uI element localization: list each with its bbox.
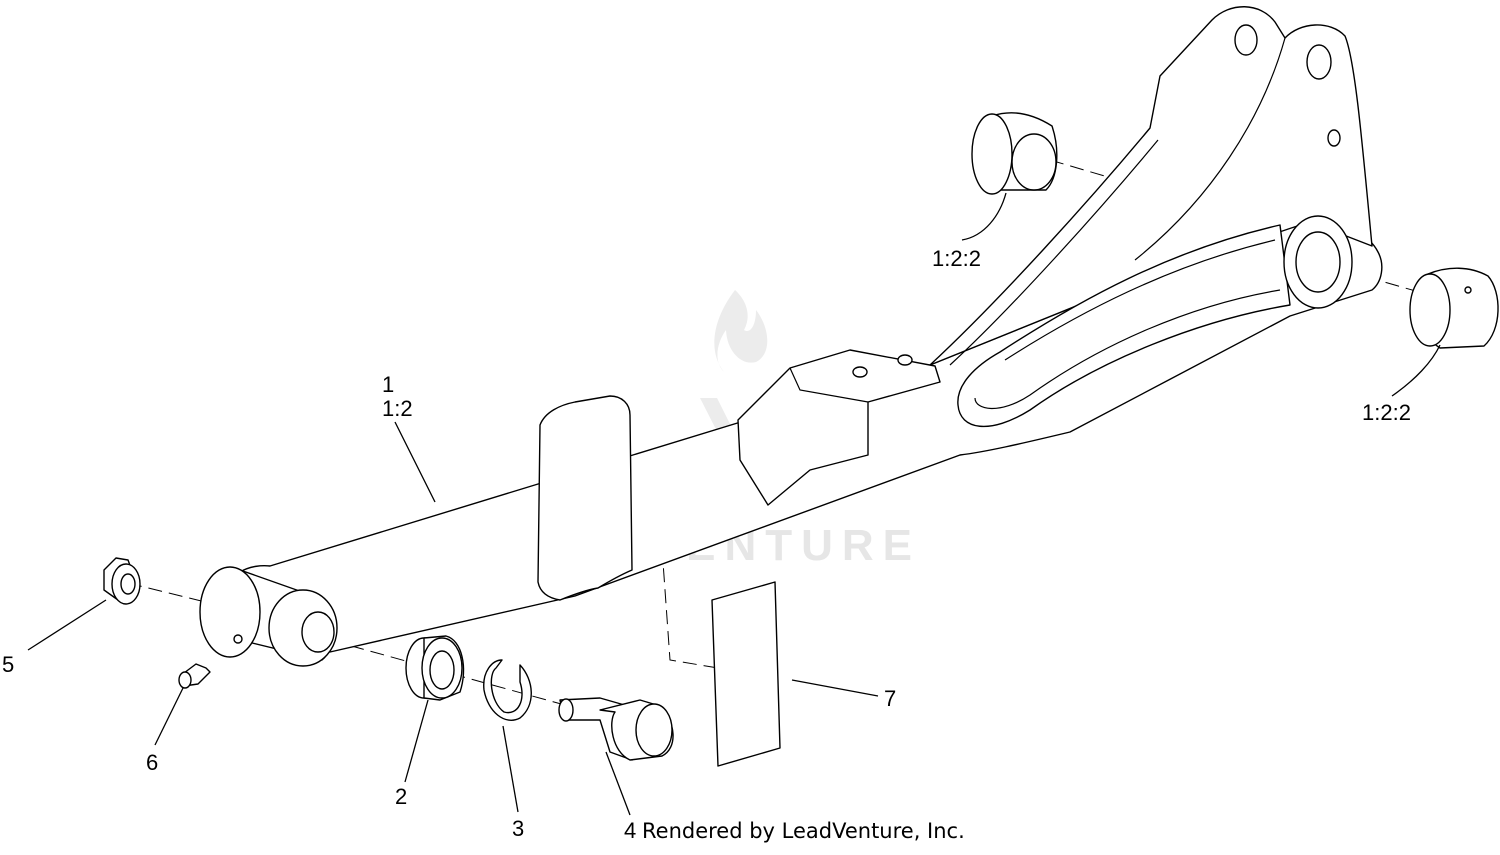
arm-lower-loop-inner	[974, 239, 1281, 410]
grease-port-hole	[233, 634, 243, 644]
leader-5	[27, 599, 107, 651]
bracket-hole-top	[1234, 24, 1258, 56]
callout-2: 2	[395, 784, 407, 809]
bracket-hole-upper	[1306, 44, 1332, 80]
arm-lower-loop	[957, 224, 1291, 428]
callout-labels: 1 1:2 1:2:2 1:2:2 2 3 4 5 6 7	[2, 246, 1411, 843]
leader-1-2-2-lower	[1391, 344, 1441, 397]
callout-1-2-2-upper: 1:2:2	[932, 246, 981, 271]
callout-1-2: 1:2	[382, 396, 413, 421]
part-7-decal	[711, 581, 781, 767]
tab-hole-2	[897, 354, 913, 366]
leader-2	[404, 699, 429, 783]
leader-1-2-2-upper	[961, 192, 1007, 241]
rendered-by-credit: Rendered by LeadVenture, Inc.	[642, 819, 965, 843]
part-3-retaining-ring	[483, 659, 532, 721]
leader-6	[154, 687, 184, 746]
callout-3: 3	[512, 816, 524, 841]
arm-bracket	[929, 6, 1373, 366]
part-1-2-2-upper-bushing	[971, 112, 1058, 195]
tab-hole-1	[852, 366, 868, 378]
bracket-hole-small	[1327, 129, 1341, 147]
part-4-pivot-pin	[558, 697, 674, 761]
part-1-2-2-lower-bushing	[1409, 267, 1499, 349]
callout-6: 6	[146, 750, 158, 775]
arm-front-tube-bore	[301, 611, 335, 653]
callout-7: 7	[884, 686, 896, 711]
part-6-grease-fitting	[178, 663, 211, 689]
part-2-bushing	[405, 635, 465, 701]
callout-1: 1	[382, 372, 394, 397]
pivot-boss-inner	[1295, 231, 1341, 293]
part-5-flange-nut	[103, 557, 141, 605]
leader-3	[502, 725, 519, 813]
leader-1	[394, 421, 436, 503]
arm-front-tube-face	[199, 566, 261, 658]
callout-1-2-2-lower: 1:2:2	[1362, 400, 1411, 425]
leader-4	[605, 751, 631, 816]
callout-5: 5	[2, 652, 14, 677]
arm-bracket-inner-edge	[949, 37, 1286, 366]
axis-decal	[584, 499, 719, 669]
callout-4: 4	[624, 818, 636, 843]
arm-mounting-plate	[537, 395, 633, 601]
leader-7	[791, 679, 879, 697]
arm-assembly	[199, 6, 1383, 667]
leader-lines	[27, 192, 1441, 816]
